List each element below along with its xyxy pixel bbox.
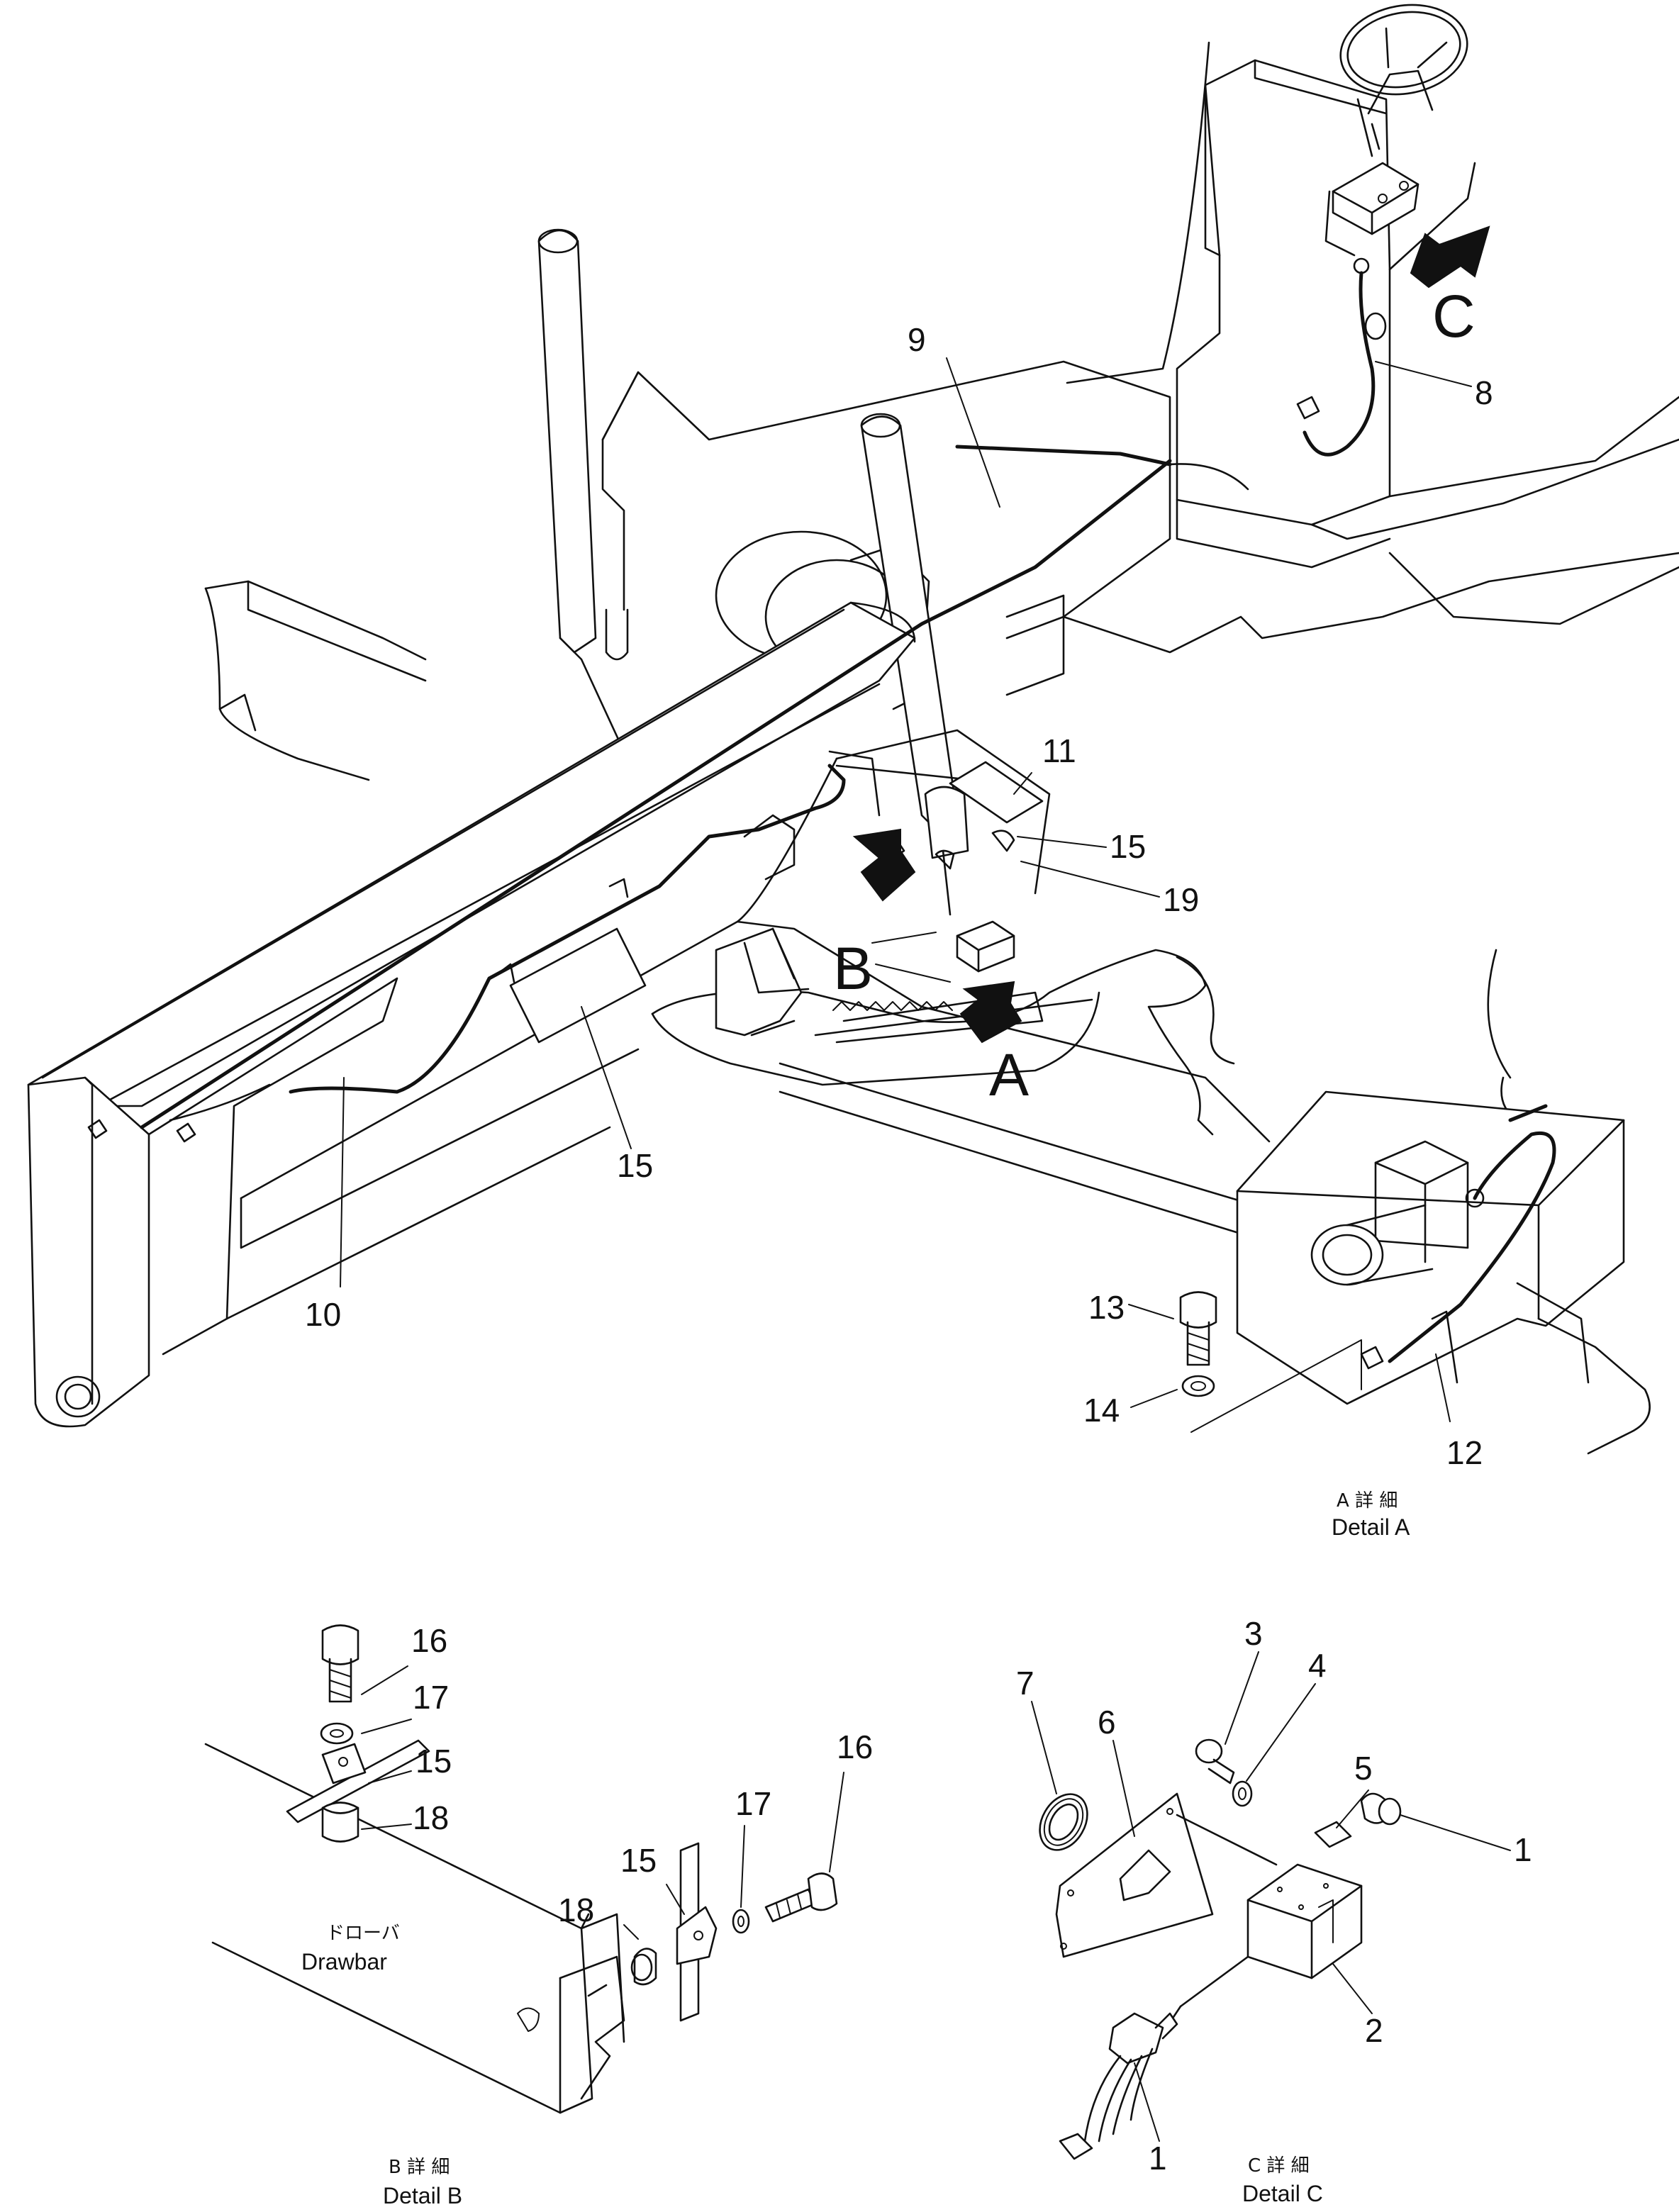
lift-cylinders (537, 228, 969, 916)
blade (204, 580, 427, 781)
callout-4: 4 (1308, 1647, 1327, 1684)
callout-9: 9 (908, 321, 926, 358)
callout-16-left: 16 (411, 1622, 447, 1659)
drawbar-jp-label: ドローバ (326, 1923, 400, 1944)
callout-14: 14 (1083, 1392, 1120, 1429)
callout-15-left: 15 (415, 1743, 452, 1780)
drawbar-label: Drawbar (301, 1949, 387, 1974)
view-letter-a: A (989, 1041, 1029, 1108)
main-frame-beam (27, 601, 916, 1428)
callout-17-right: 17 (735, 1785, 771, 1822)
detail-c-caption: Detail C (1242, 2181, 1323, 2206)
detail-c-jp-caption: C 詳 細 (1248, 2155, 1310, 2177)
callout-1-switch: 1 (1149, 2140, 1167, 2177)
callout-10: 10 (305, 1296, 341, 1333)
callout-18-right: 18 (558, 1892, 594, 1928)
callout-2: 2 (1365, 2012, 1383, 2049)
callout-13: 13 (1088, 1289, 1125, 1326)
callout-16-right: 16 (837, 1728, 873, 1765)
callout-15a: 15 (1110, 828, 1146, 865)
callout-17-left: 17 (413, 1679, 449, 1716)
callout-12: 12 (1446, 1434, 1483, 1471)
detail-c: 3 4 5 7 6 1 2 1 C 詳 細 Detail C (1016, 1615, 1532, 2206)
callout-6: 6 (1098, 1704, 1116, 1741)
callout-1-knob: 1 (1514, 1831, 1532, 1868)
callout-19: 19 (1163, 881, 1199, 918)
circle-drawbar (240, 729, 1271, 1249)
view-letter-c: C (1432, 283, 1476, 350)
detail-b: 16 17 15 18 18 15 17 16 ドローバ Drawbar B 詳… (204, 1622, 873, 2208)
detail-b-caption: Detail B (383, 2183, 462, 2208)
callout-3: 3 (1244, 1615, 1263, 1652)
detail-a: 13 14 12 A 詳 細 Detail A (1083, 949, 1651, 1540)
callout-15b: 15 (617, 1147, 653, 1184)
main-assembly: 9 8 11 15 19 15 10 C B A (27, 4, 1679, 1428)
callout-18-left: 18 (413, 1799, 449, 1836)
callout-7: 7 (1016, 1665, 1034, 1702)
callout-15-right: 15 (620, 1842, 657, 1879)
callout-8: 8 (1475, 374, 1493, 411)
callout-11: 11 (1042, 732, 1076, 769)
detail-b-jp-caption: B 詳 細 (389, 2157, 450, 2178)
detail-a-jp-caption: A 詳 細 (1337, 1490, 1398, 1512)
callout-5: 5 (1354, 1750, 1373, 1787)
cab-body (1066, 4, 1679, 625)
leader-lines (340, 357, 1472, 1287)
view-arrow-icon (852, 225, 1490, 1044)
view-letter-b: B (833, 935, 873, 1002)
wiring-harness (87, 445, 1249, 1143)
detail-a-caption: Detail A (1332, 1514, 1410, 1540)
